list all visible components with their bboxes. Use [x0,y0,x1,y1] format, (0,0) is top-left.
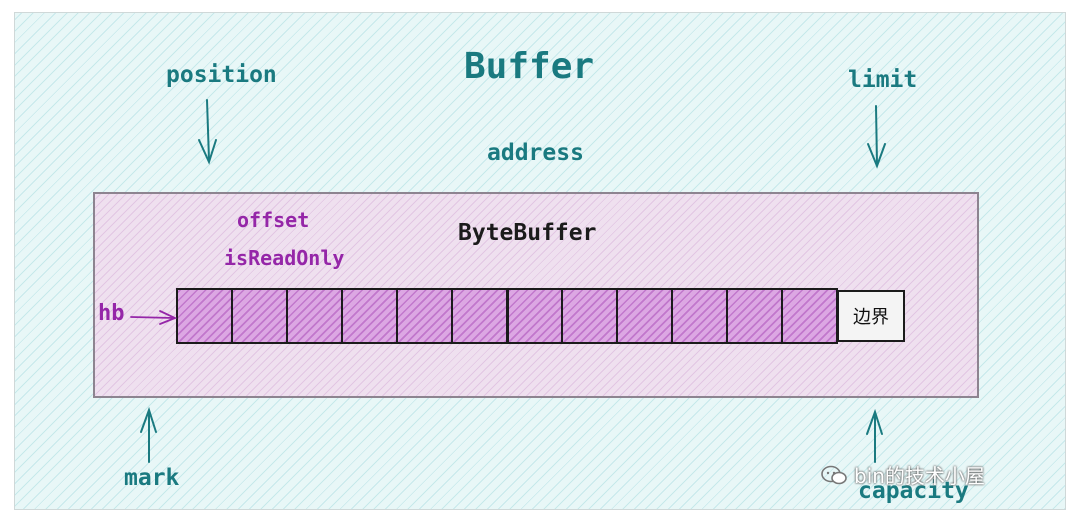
array-cell [287,290,343,342]
array-cell [397,290,453,342]
capacity-label: capacity [858,478,969,504]
diagram-title: Buffer [464,46,595,87]
array-cell [178,290,233,342]
address-label: address [487,140,584,166]
array-cell [508,290,564,342]
offset-field: offset [237,208,310,232]
position-label: position [166,62,277,88]
hb-label: hb [98,301,125,326]
wechat-icon [821,465,847,484]
mark-label: mark [124,465,180,491]
array-cell [728,290,784,342]
isreadonly-field: isReadOnly [224,246,345,270]
limit-arrow-icon [867,105,886,169]
capacity-arrow-icon [866,408,883,463]
bytebuffer-title: ByteBuffer [458,220,597,246]
array-cell [452,290,509,342]
array-cell [618,290,674,342]
limit-label: limit [848,67,918,93]
hb-arrow-icon [130,310,178,325]
array-cell [563,290,619,342]
array-cell [783,290,837,342]
watermark-text: bin的技术小屋 [854,464,985,488]
array-cell [673,290,729,342]
hb-array [176,288,838,344]
mark-arrow-icon [140,406,157,463]
array-cell [342,290,398,342]
array-cell [232,290,288,342]
watermark: bin的技术小屋 [820,460,985,489]
position-arrow-icon [198,99,217,165]
boundary-cell: 边界 [837,290,905,342]
